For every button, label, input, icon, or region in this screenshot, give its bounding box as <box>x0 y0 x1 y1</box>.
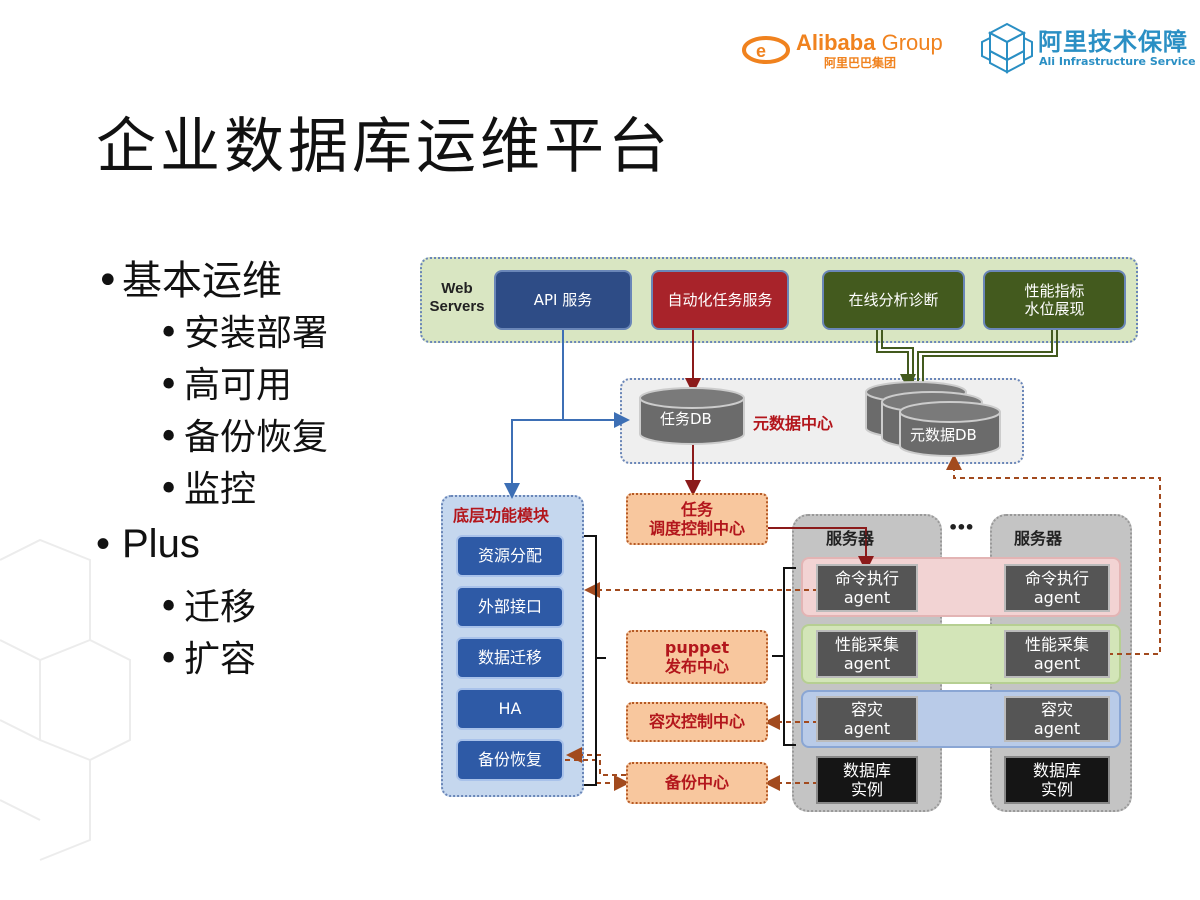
task-db-cylinder <box>639 387 745 445</box>
alibaba-group-wordmark: Group <box>881 30 943 55</box>
bullet-label: 基本运维 <box>122 258 282 304</box>
infra-english-wordmark: Ali Infrastructure Service <box>1039 55 1196 68</box>
sub-bullet-label: 扩容 <box>184 639 257 680</box>
api-service-box: API 服务 <box>494 270 632 330</box>
server-ellipsis: ••• <box>948 518 975 537</box>
task-db-label: 任务DB <box>660 410 712 428</box>
server-1-title: 服务器 <box>826 529 875 548</box>
cmd-agent-1: 命令执行 agent <box>816 564 918 612</box>
svg-text:e: e <box>756 41 766 61</box>
func-module-title: 底层功能模块 <box>453 506 550 525</box>
sub-bullet-migrate: •迁移 <box>158 578 256 630</box>
perf-agent-2: 性能采集 agent <box>1004 630 1110 678</box>
dr-control-center: 容灾控制中心 <box>626 702 768 742</box>
bullet-dot-icon: • <box>158 639 180 680</box>
meta-db-label: 元数据DB <box>910 426 977 444</box>
sub-bullet-label: 迁移 <box>184 587 257 628</box>
alibaba-wordmark: Alibaba <box>796 30 876 55</box>
bullet-dot-icon: • <box>96 258 120 304</box>
sub-bullet-install: •安装部署 <box>158 304 328 356</box>
func-item-backup-restore: 备份恢复 <box>456 739 564 781</box>
auto-task-service-box: 自动化任务服务 <box>651 270 789 330</box>
dr-agent-1: 容灾 agent <box>816 696 918 742</box>
bullet-dot-icon: • <box>158 313 180 354</box>
dr-agent-2: 容灾 agent <box>1004 696 1110 742</box>
sub-bullet-label: 监控 <box>184 469 257 510</box>
task-scheduler-center: 任务 调度控制中心 <box>626 493 768 545</box>
func-item-external-api: 外部接口 <box>456 586 564 628</box>
bullet-plus: •Plus <box>96 522 200 567</box>
func-item-ha: HA <box>456 688 564 730</box>
cube-icon <box>981 22 1033 74</box>
sub-bullet-ha: •高可用 <box>158 356 292 408</box>
bullet-dot-icon: • <box>96 522 111 566</box>
online-analysis-box: 在线分析诊断 <box>822 270 965 330</box>
cmd-agent-2: 命令执行 agent <box>1004 564 1110 612</box>
meta-db-cylinders <box>865 381 1001 457</box>
meta-center-label: 元数据中心 <box>753 414 834 433</box>
alibaba-swirl-icon: e <box>742 36 790 64</box>
alibaba-group-logo: e Alibaba Group 阿里巴巴集团 <box>742 24 974 72</box>
infra-chinese-wordmark: 阿里技术保障 <box>1038 28 1188 56</box>
bullet-dot-icon: • <box>158 365 180 406</box>
func-item-data-migration: 数据迁移 <box>456 637 564 679</box>
db-instance-2: 数据库 实例 <box>1004 756 1110 804</box>
web-servers-label: Web Servers <box>429 280 485 315</box>
sub-bullet-label: 高可用 <box>184 365 293 406</box>
perf-metrics-box: 性能指标 水位展现 <box>983 270 1126 330</box>
server-2-title: 服务器 <box>1014 529 1063 548</box>
bullet-dot-icon: • <box>158 469 180 510</box>
bullet-dot-icon: • <box>158 417 180 458</box>
func-item-resource: 资源分配 <box>456 535 564 577</box>
sub-bullet-scale: •扩容 <box>158 630 256 682</box>
backup-center: 备份中心 <box>626 762 768 804</box>
alibaba-chinese-wordmark: 阿里巴巴集团 <box>824 56 897 70</box>
db-instance-1: 数据库 实例 <box>816 756 918 804</box>
sub-bullet-label: 备份恢复 <box>184 417 329 458</box>
ali-infrastructure-logo: 阿里技术保障 Ali Infrastructure Service <box>980 20 1200 80</box>
perf-agent-1: 性能采集 agent <box>816 630 918 678</box>
bullet-label: Plus <box>122 522 200 566</box>
sub-bullet-monitor: •监控 <box>158 460 256 512</box>
sub-bullet-label: 安装部署 <box>184 313 329 354</box>
bullet-dot-icon: • <box>158 587 180 628</box>
sub-bullet-backup: •备份恢复 <box>158 408 328 460</box>
bullet-basic-ops: •基本运维 <box>96 248 282 306</box>
puppet-release-center: puppet 发布中心 <box>626 630 768 684</box>
page-title: 企业数据库运维平台 <box>96 112 672 182</box>
